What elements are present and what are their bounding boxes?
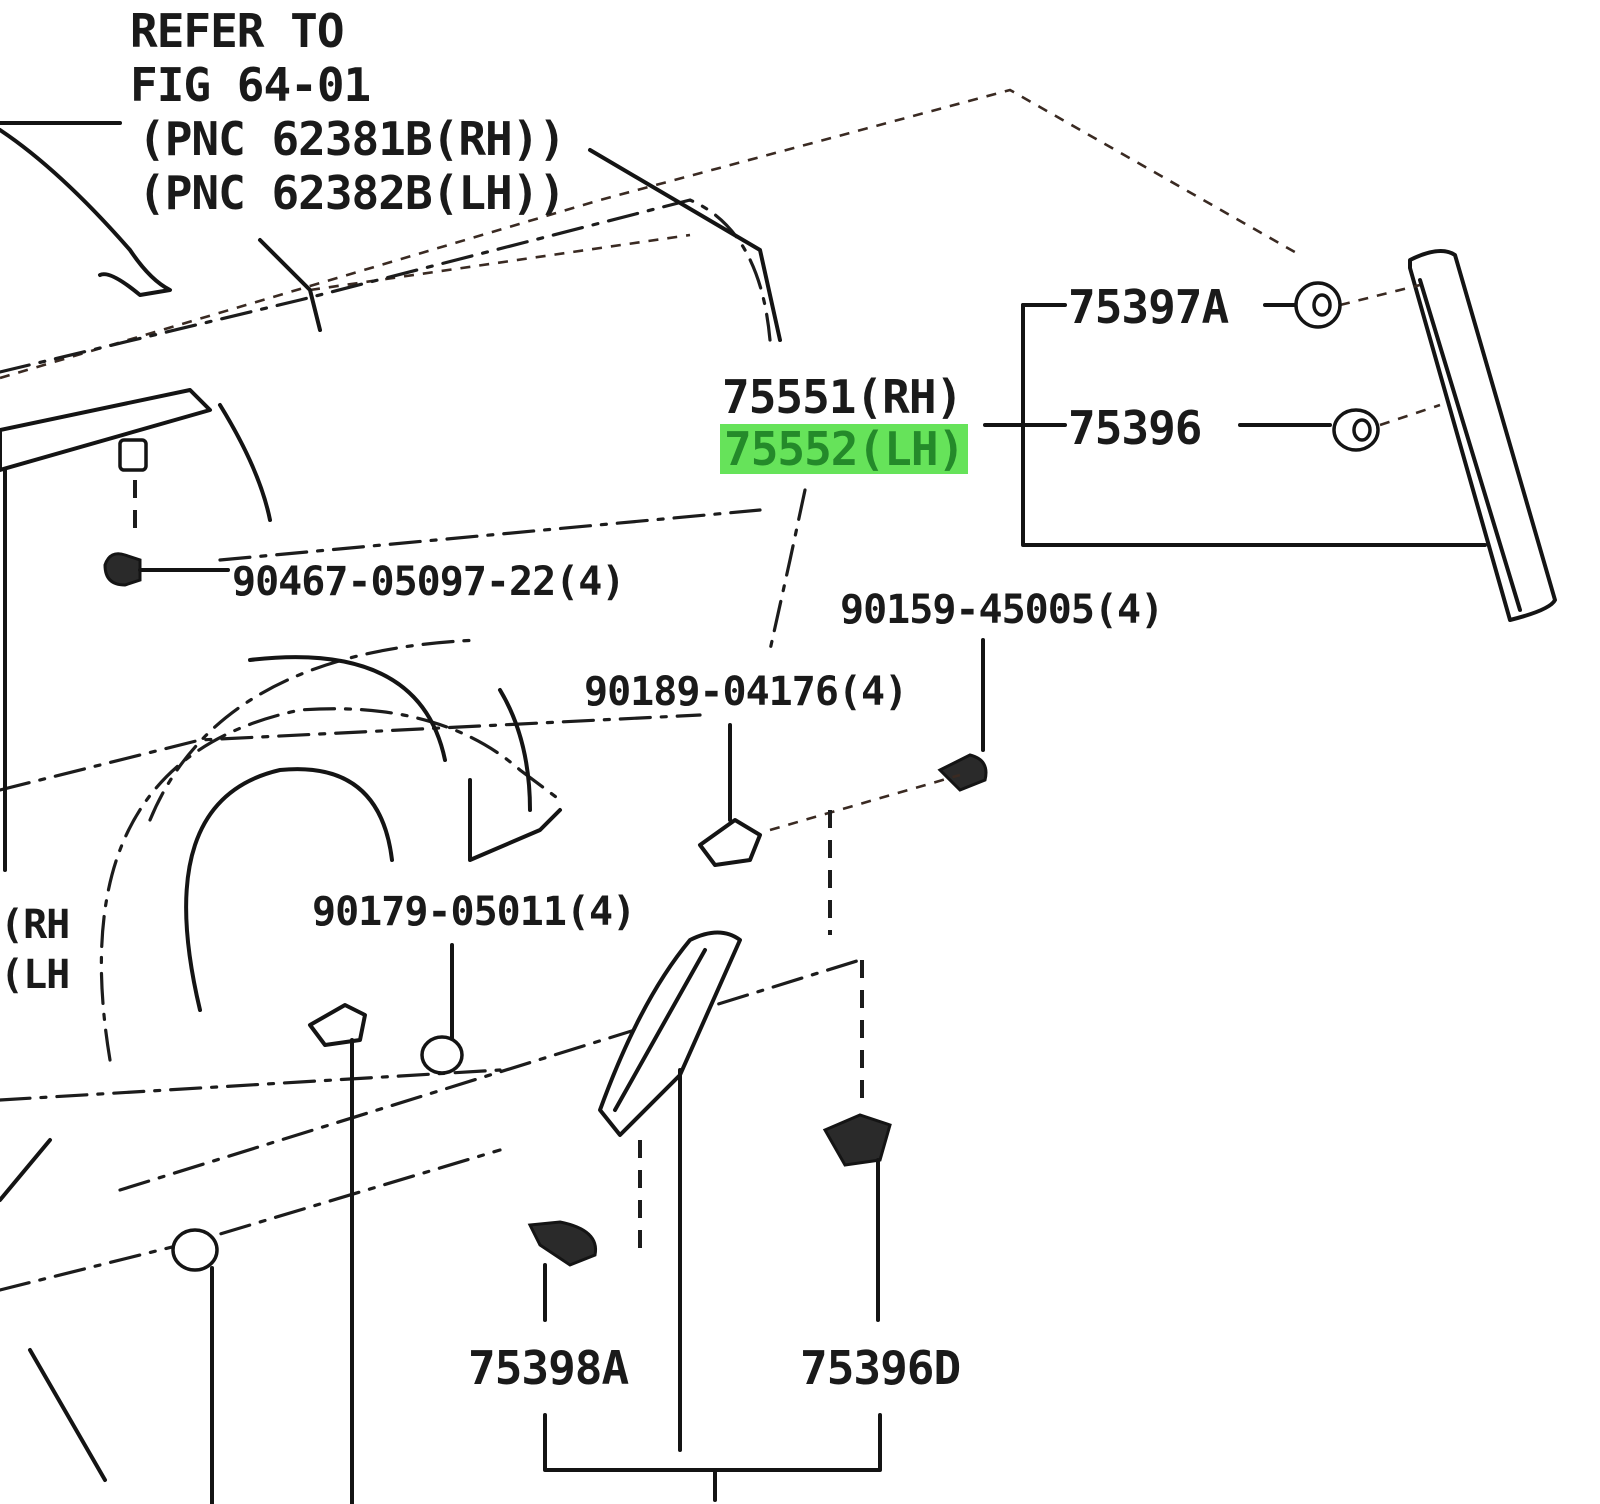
part-90467-label[interactable]: 90467-05097-22(4) (232, 559, 625, 605)
lower-diag-dashdot (118, 958, 862, 1192)
ref-line3: (PNC 62381B(RH)) (138, 112, 566, 166)
pillar-strip (0, 128, 172, 297)
part-75396D-label[interactable]: 75396D (800, 1341, 961, 1395)
bottom-left-dashdot (0, 1148, 502, 1292)
part-75552-label-highlighted[interactable]: 75552(LH) (720, 424, 969, 474)
belt-moulding (0, 388, 212, 472)
clip-90189 (698, 818, 762, 867)
screw-90159 (937, 753, 988, 792)
ref-line4: (PNC 62382B(LH)) (138, 166, 566, 220)
clip-75396-inner (1352, 418, 1372, 442)
clip-90467 (103, 552, 142, 587)
body-diag-dashdot (218, 508, 762, 562)
door-edge-dashdot (768, 488, 807, 652)
roof-dashed-outline (0, 88, 1301, 380)
rocker-dashdot (0, 1068, 502, 1102)
bracket-75551 (1021, 303, 1487, 547)
left-rh-label: (RH (0, 902, 70, 948)
part-90179-label[interactable]: 90179-05011(4) (312, 889, 636, 935)
part-75396-label[interactable]: 75396 (1068, 401, 1202, 455)
wheel-arch-dashdot (99, 707, 562, 1062)
part-75397A-label[interactable]: 75397A (1068, 280, 1229, 334)
moulding-clip (118, 438, 148, 472)
lower-body-dashdot (0, 713, 702, 792)
clip-75397A-inner (1312, 293, 1332, 317)
arch-flare (498, 688, 532, 812)
pillar-moulding (1408, 249, 1557, 622)
nut-90179 (420, 1035, 464, 1075)
ref-line1: REFER TO (130, 4, 345, 58)
clip-90179-left (308, 1003, 367, 1047)
clip-bottom-left (171, 1228, 219, 1272)
clip-dash-2 (1379, 403, 1441, 427)
leader-lower-left2 (28, 1348, 107, 1482)
part-90189-label[interactable]: 90189-04176(4) (584, 669, 908, 715)
bottom-bracket (543, 1413, 882, 1472)
lower-moulding (598, 930, 742, 1137)
wheel-arch (184, 767, 394, 1012)
pillar-moulding-inner (1418, 278, 1522, 612)
part-90159-label[interactable]: 90159-45005(4) (840, 587, 1164, 633)
part-75551-label[interactable]: 75551(RH) (722, 370, 963, 424)
leader-lower-left (0, 1138, 52, 1202)
ref-leader-diag (588, 148, 782, 342)
quarter-curve (218, 403, 272, 522)
ref-leader-diag2 (258, 238, 322, 332)
ref-line2: FIG 64-01 (130, 58, 371, 112)
clip-75396D (822, 1113, 892, 1167)
quarter-dashdot (148, 638, 482, 822)
clip-75398A (527, 1220, 598, 1267)
lower-moulding-inner (613, 948, 707, 1112)
rear-panel-line (468, 778, 562, 862)
upper-body-dashdot (0, 198, 772, 374)
left-lh-label: (LH (0, 952, 70, 998)
clip-dash-1 (1339, 283, 1421, 307)
part-75398A-label[interactable]: 75398A (468, 1341, 629, 1395)
dash-90189 (769, 773, 961, 832)
mid-dashed-line (309, 233, 691, 292)
inner-arch (248, 655, 447, 762)
